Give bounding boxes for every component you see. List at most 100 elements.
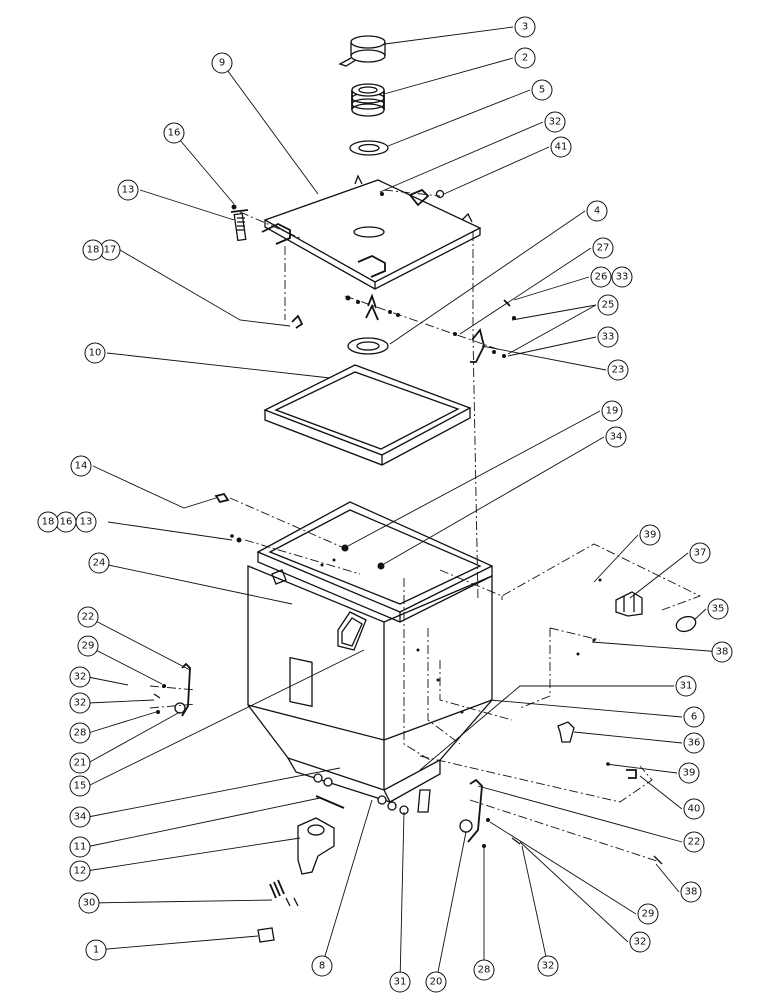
part-5-gasket [349, 140, 389, 156]
callout-circle [683, 732, 705, 754]
callout-circle [711, 641, 733, 663]
callout-3: 3 [514, 16, 536, 38]
callout-19: 19 [601, 400, 623, 422]
callout-number: 5 [539, 85, 545, 96]
callout-34: 34 [69, 806, 91, 828]
callout-23: 23 [607, 359, 629, 381]
callout-number: 30 [83, 898, 96, 909]
callout-circle [597, 294, 619, 316]
callout-number: 16 [168, 128, 181, 139]
callout-number: 29 [82, 641, 95, 652]
callout-34: 34 [605, 426, 627, 448]
callout-32: 32 [69, 666, 91, 688]
part-1-knob [257, 927, 275, 943]
callout-number: 31 [680, 681, 693, 692]
callout-number: 32 [634, 937, 647, 948]
callout-number: 16 [60, 517, 73, 528]
callout-circle [77, 606, 99, 628]
callout-circle [473, 959, 495, 981]
callout-circle [70, 455, 92, 477]
callout-number: 2 [522, 53, 528, 64]
part-37-hinge-bracket [615, 591, 643, 617]
callout-32: 32 [544, 111, 566, 133]
callout-28: 28 [473, 959, 495, 981]
callout-6: 6 [683, 706, 705, 728]
callout-21: 21 [69, 752, 91, 774]
callout-16: 16 [163, 122, 185, 144]
callout-27: 27 [592, 237, 614, 259]
callout-36: 36 [683, 732, 705, 754]
callout-number: 22 [82, 612, 95, 623]
callout-number: 34 [610, 432, 623, 443]
part-2-adapter [351, 83, 385, 117]
callout-number: 32 [549, 117, 562, 128]
callout-circle [637, 903, 659, 925]
callout-circle [78, 892, 100, 914]
callout-31: 31 [389, 971, 411, 993]
callout-circle [211, 52, 233, 74]
callout-20: 20 [425, 971, 447, 993]
callout-circle [680, 881, 702, 903]
callout-16: 16 [55, 511, 77, 533]
callout-26: 26 [590, 266, 612, 288]
callout-number: 22 [688, 837, 701, 848]
callout-circle [84, 342, 106, 364]
part-30-spring [269, 879, 299, 907]
callout-39: 39 [678, 762, 700, 784]
part-3-cap [338, 35, 386, 67]
callout-circle [77, 635, 99, 657]
callout-circle [550, 136, 572, 158]
callout-circle [531, 79, 553, 101]
callout-number: 31 [394, 977, 407, 988]
callout-layer: 1234568910111213131415161617181819202122… [37, 16, 733, 993]
callout-circle [69, 752, 91, 774]
callout-11: 11 [69, 836, 91, 858]
callout-circle [88, 552, 110, 574]
callout-circle [389, 971, 411, 993]
callout-number: 18 [87, 245, 100, 256]
callout-number: 12 [74, 866, 87, 877]
left-pin-lower [214, 492, 242, 543]
callout-number: 21 [74, 758, 87, 769]
callout-number: 34 [74, 812, 87, 823]
callout-number: 32 [74, 698, 87, 709]
part-17-clip [291, 314, 304, 329]
callout-circle [607, 359, 629, 381]
callout-38: 38 [711, 641, 733, 663]
callout-number: 38 [685, 887, 698, 898]
part-10-tray [263, 364, 472, 466]
callout-circle [69, 806, 91, 828]
callout-circle [514, 47, 536, 69]
callout-circle [514, 16, 536, 38]
callout-circle [311, 955, 333, 977]
part-16-washer-upper [231, 204, 237, 210]
callout-33: 33 [597, 326, 619, 348]
callout-number: 15 [74, 781, 87, 792]
callout-38: 38 [680, 881, 702, 903]
callout-37: 37 [689, 542, 711, 564]
callout-circle [629, 931, 651, 953]
callout-circle [37, 511, 59, 533]
callout-circle [163, 122, 185, 144]
callout-25: 25 [597, 294, 619, 316]
callout-35: 35 [707, 598, 729, 620]
callout-number: 29 [642, 909, 655, 920]
callout-number: 41 [555, 142, 568, 153]
callout-circle [597, 326, 619, 348]
callout-circle [117, 179, 139, 201]
callout-12: 12 [69, 860, 91, 882]
callout-circle [689, 542, 711, 564]
callout-1: 1 [85, 939, 107, 961]
callout-number: 32 [542, 961, 555, 972]
callout-circle [69, 775, 91, 797]
callout-32: 32 [537, 955, 559, 977]
hopper-body [247, 501, 494, 815]
callout-number: 39 [683, 768, 696, 779]
callout-circle [425, 971, 447, 993]
callout-13: 13 [117, 179, 139, 201]
callout-number: 28 [478, 965, 491, 976]
callout-22: 22 [683, 831, 705, 853]
callout-circle [85, 939, 107, 961]
part-35-cap [675, 615, 697, 633]
callout-circle [601, 400, 623, 422]
